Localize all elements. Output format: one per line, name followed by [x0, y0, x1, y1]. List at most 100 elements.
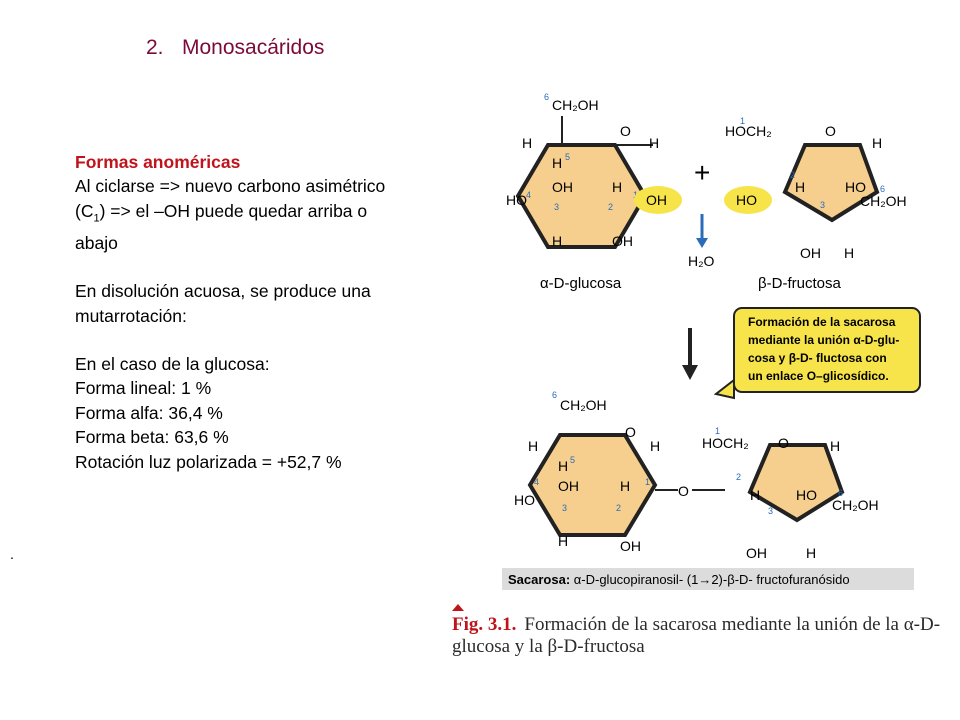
glucose-h: H: [558, 458, 568, 474]
page-heading: 2. Monosacáridos: [146, 36, 324, 60]
sucrose-name-bar: [502, 568, 914, 590]
glucose-h: H: [620, 478, 630, 494]
fructose-carbon-6-number: 6: [838, 488, 843, 498]
fructose-h: H: [750, 487, 760, 503]
glycosidic-oxygen: O: [678, 483, 689, 499]
text-line: En el caso de la glucosa:: [75, 353, 270, 374]
fructose-oh: OH: [800, 245, 821, 261]
sucrose-ch2oh: CH₂OH: [560, 397, 607, 413]
glucose-carbon-6-number: 6: [552, 390, 557, 400]
callout-line: cosa y β-D- fluctosa con: [748, 351, 887, 365]
glucose-carbon-1-number: 1: [633, 190, 638, 200]
fructose-h: H: [806, 545, 816, 561]
glucose-carbon-6-number: 6: [544, 92, 549, 102]
fructose-hoch2: HOCH₂: [702, 435, 749, 451]
water-product: H₂O: [688, 253, 715, 269]
glucose-name: α-D-glucosa: [540, 275, 622, 292]
sucrose-name: Sacarosa: α-D-glucopiranosil- (1→2)-β-D-…: [508, 572, 850, 587]
fructose-carbon-2-number: 2: [736, 472, 741, 482]
glucose-h: H: [649, 135, 659, 151]
glucose-h: H: [612, 179, 622, 195]
heading-number: 2.: [146, 36, 164, 59]
glucose-oh: OH: [552, 179, 573, 195]
glucose-carbon-3-number: 3: [554, 202, 559, 212]
glucose-carbon-2-number: 2: [616, 503, 621, 513]
glucose-oh: OH: [620, 538, 641, 554]
figure-label: Fig. 3.1.: [452, 614, 517, 635]
glucose-h: H: [552, 233, 562, 249]
glucose-carbon-1-number: 1: [645, 477, 650, 487]
glucose-ho: HO: [514, 492, 535, 508]
glucose-h: H: [522, 135, 532, 151]
stray-dot: .: [10, 546, 14, 562]
callout-line: mediante la unión α-D-glu-: [748, 333, 899, 347]
fructose-carbon-3-number: 3: [820, 200, 825, 210]
fructose-h: H: [844, 245, 854, 261]
glucose-carbon-4-number: 4: [534, 477, 539, 487]
plus-sign: +: [694, 157, 710, 188]
fructose-name: β-D-fructosa: [758, 275, 841, 292]
glucose-carbon-5-number: 5: [570, 455, 575, 465]
text-line: Al ciclarse => nuevo carbono asimétrico: [75, 176, 386, 197]
text-line: abajo: [75, 232, 118, 253]
text-line: Forma lineal: 1 %: [75, 378, 212, 399]
text-line: En disolución acuosa, se produce una: [75, 281, 371, 302]
glucose-oh: OH: [612, 233, 633, 249]
hydroxyl-highlight: [634, 186, 682, 214]
glucose-ring: [515, 143, 648, 249]
fructose-oh: OH: [746, 545, 767, 561]
fructose-ring: [782, 143, 880, 223]
fructose-ch2oh: CH₂OH: [860, 193, 907, 209]
reaction-diagram: 6 CH₂OH O H H 5 H 4 OH H 1 HO 3 2 H OH O…: [502, 92, 921, 590]
fructose-carbon-3-number: 3: [768, 506, 773, 516]
sucrose-fructose-ring: [747, 443, 845, 523]
glucose-carbon-2-number: 2: [608, 202, 613, 212]
fructose-ring-oxygen: O: [825, 123, 836, 139]
glucose-carbon-3-number: 3: [562, 503, 567, 513]
callout-line: Formación de la sacarosa: [748, 315, 896, 329]
sucrose-ring-oxygen: O: [625, 424, 636, 440]
text-line: Forma alfa: 36,4 %: [75, 402, 223, 423]
glucose-h: H: [558, 533, 568, 549]
text-line: Rotación luz polarizada = +52,7 %: [75, 451, 342, 472]
fructose-carbon-1-number: 1: [715, 426, 720, 436]
caption-marker-icon: [452, 604, 464, 611]
text-block: Formas anoméricas Al ciclarse => nuevo c…: [75, 150, 475, 474]
section-subtitle: Formas anoméricas: [75, 152, 241, 172]
glucose-carbon-5-number: 5: [565, 152, 570, 162]
subscript: 1: [93, 212, 100, 225]
glucose-oh: OH: [558, 478, 579, 494]
glucose-ring-oxygen: O: [620, 123, 631, 139]
glucose-ch2oh: CH₂OH: [552, 97, 599, 113]
fructose-carbon-2-number: 2: [790, 170, 795, 180]
hydroxyl-highlight: [724, 186, 772, 214]
text-fragment: ) => el –OH puede quedar arriba o: [99, 200, 368, 221]
glucose-h: H: [552, 155, 562, 171]
text-line: (C1) => el –OH puede quedar arriba o: [75, 199, 475, 231]
glucose-oh: OH: [646, 192, 667, 208]
text-line: Forma beta: 63,6 %: [75, 427, 229, 448]
callout-box: Formación de la sacarosa mediante la uni…: [713, 307, 921, 400]
fructose-ch2oh: CH₂OH: [832, 497, 879, 513]
callout-line: un enlace O–glicosídico.: [748, 369, 889, 383]
text-line: mutarrotación:: [75, 305, 187, 326]
fructose-ho: HO: [796, 487, 817, 503]
caption-text: Formación de la sacarosa mediante la uni…: [452, 614, 941, 657]
heading-title: Monosacáridos: [182, 36, 325, 59]
glucose-carbon-4-number: 4: [526, 190, 531, 200]
fructose-hoch2: HOCH₂: [725, 123, 772, 139]
fructose-h: H: [872, 135, 882, 151]
fructose-ho: HO: [736, 192, 757, 208]
fructose-carbon-1-number: 1: [740, 116, 745, 126]
fructose-h: H: [830, 438, 840, 454]
glucose-h: H: [528, 438, 538, 454]
fructose-h: H: [795, 179, 805, 195]
sucrose-figure: 6 CH₂OH O H H 5 H 4 OH H 1 HO 3 2 H OH O…: [440, 80, 960, 680]
fructose-carbon-6-number: 6: [880, 184, 885, 194]
text-fragment: (C: [75, 200, 94, 221]
figure-caption: Fig. 3.1.Formación de la sacarosa median…: [452, 614, 952, 658]
glucose-h: H: [650, 438, 660, 454]
fructose-ho: HO: [845, 179, 866, 195]
sucrose-glucose-ring: [527, 433, 658, 537]
glucose-ho: HO: [506, 192, 527, 208]
